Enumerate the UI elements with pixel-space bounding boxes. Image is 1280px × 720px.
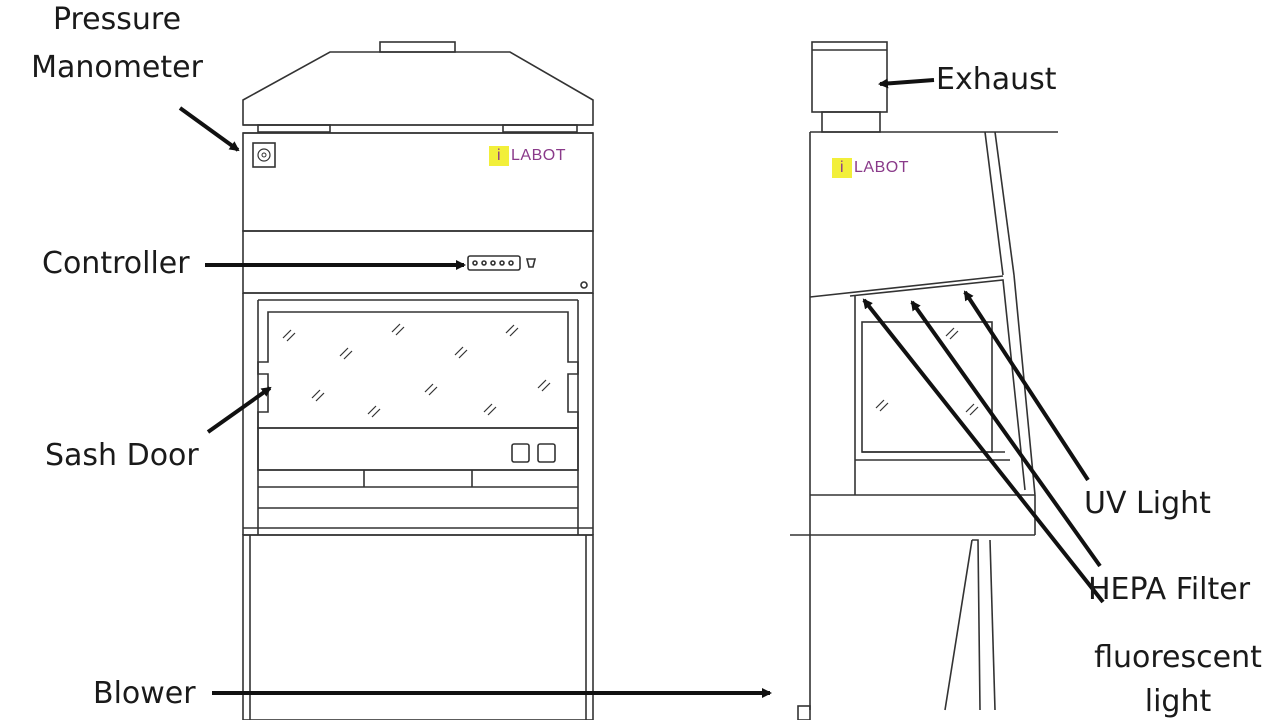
label-pressure-line2: Manometer xyxy=(31,50,203,85)
arrow-exhaust xyxy=(878,78,935,89)
front-hood xyxy=(242,51,594,126)
sash-door xyxy=(257,311,579,429)
side-glass-hatch xyxy=(875,327,979,416)
label-pressure-manometer: Pressure Manometer xyxy=(22,2,212,86)
socket-left xyxy=(511,443,530,463)
label-fluorescent-line2: light xyxy=(1144,684,1212,719)
label-pressure-line1: Pressure xyxy=(52,2,182,37)
socket-right xyxy=(537,443,556,463)
glass-hatch xyxy=(282,323,551,418)
brand-mark: i xyxy=(489,146,509,166)
label-uv-light: UV Light xyxy=(1084,486,1211,521)
biohazard-sticker xyxy=(252,142,276,168)
arrow-uv-light xyxy=(963,290,1090,482)
side-leg-brace xyxy=(944,539,973,711)
arrow-sash-door xyxy=(206,386,272,434)
brand-mark: i xyxy=(832,158,852,178)
label-blower: Blower xyxy=(93,676,196,711)
front-view xyxy=(242,41,594,720)
label-fluorescent-light: fluorescent light xyxy=(1082,640,1274,720)
side-exhaust-stack xyxy=(811,41,888,113)
front-controller-panel xyxy=(242,230,594,294)
label-hepa-filter: HEPA Filter xyxy=(1088,572,1251,607)
brand-name: LABOT xyxy=(854,159,909,176)
label-sash-door: Sash Door xyxy=(45,438,199,473)
label-exhaust: Exhaust xyxy=(936,62,1057,97)
arrow-fluorescent-light xyxy=(862,298,1105,604)
side-view xyxy=(790,41,1058,720)
arrow-pressure-manometer xyxy=(178,106,240,152)
label-fluorescent-line1: fluorescent xyxy=(1094,640,1262,675)
label-controller: Controller xyxy=(42,246,190,281)
front-top-cap xyxy=(379,41,456,53)
callout-arrows xyxy=(178,78,1105,698)
controller-device xyxy=(467,255,521,271)
front-base-stand xyxy=(242,534,594,720)
brand-name: LABOT xyxy=(511,147,566,164)
side-sloped-panel xyxy=(809,275,1004,298)
arrow-hepa-filter xyxy=(910,300,1102,568)
